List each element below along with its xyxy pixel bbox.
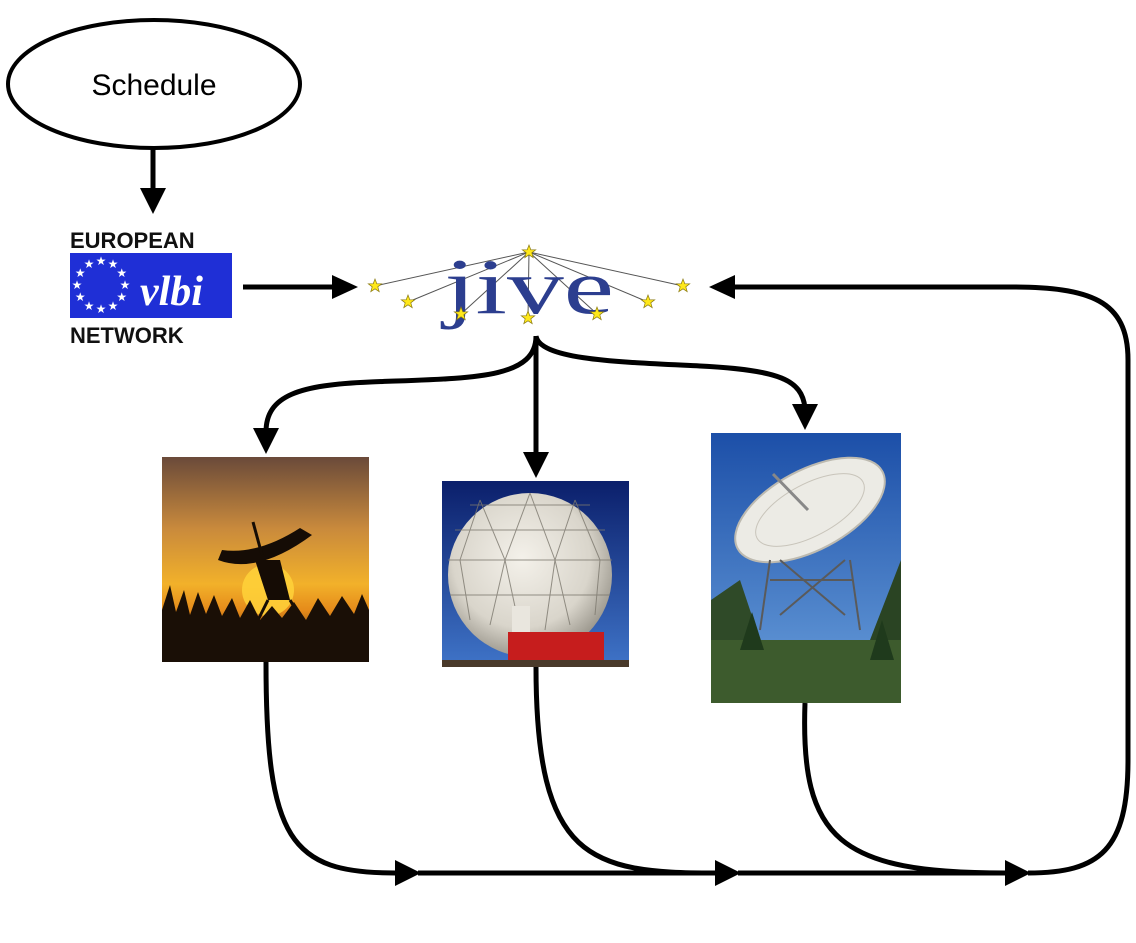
evn-logo-vlbi-text: vlbi	[140, 269, 203, 315]
evn-star-icon: ★	[120, 278, 131, 292]
jive-logo-rays	[374, 251, 684, 319]
jive-logo: jive	[367, 243, 691, 330]
telescopes-to-jive-return-paths	[263, 284, 1131, 876]
evn-star-icon: ★	[96, 254, 107, 268]
evn-star-icon: ★	[116, 290, 127, 304]
evn-logo-top-text: EUROPEAN	[70, 228, 195, 253]
evn-star-icon: ★	[84, 257, 95, 271]
schedule-node: Schedule	[6, 18, 302, 150]
schedule-to-evn-arrow	[140, 148, 166, 214]
telescope-photo-sunset-dish	[162, 457, 369, 662]
evn-star-icon: ★	[72, 278, 83, 292]
evn-logo-star-ring: ★★★★★★★★★★★★	[72, 254, 131, 316]
evn-star-icon: ★	[96, 302, 107, 316]
evn-logo: EUROPEAN ★★★★★★★★★★★★ vlbi NETWORK	[70, 228, 232, 348]
evn-star-icon: ★	[75, 290, 86, 304]
jive-to-telescopes-arrowheads	[253, 404, 818, 478]
evn-star-icon: ★	[116, 266, 127, 280]
schedule-label: Schedule	[91, 69, 216, 102]
evn-star-icon: ★	[108, 257, 119, 271]
evn-star-icon: ★	[84, 299, 95, 313]
evn-star-icon: ★	[108, 299, 119, 313]
telescope-photo-radome	[442, 481, 629, 667]
evn-logo-bottom-text: NETWORK	[70, 323, 184, 348]
evn-to-jive-arrow	[243, 275, 358, 299]
return-path-arrowheads	[395, 275, 1031, 886]
evn-logo-blue-panel	[70, 253, 232, 318]
telescope-photo-effelsberg-dish	[711, 433, 901, 703]
evn-star-icon: ★	[75, 266, 86, 280]
jive-to-telescopes-arrows	[263, 335, 808, 456]
